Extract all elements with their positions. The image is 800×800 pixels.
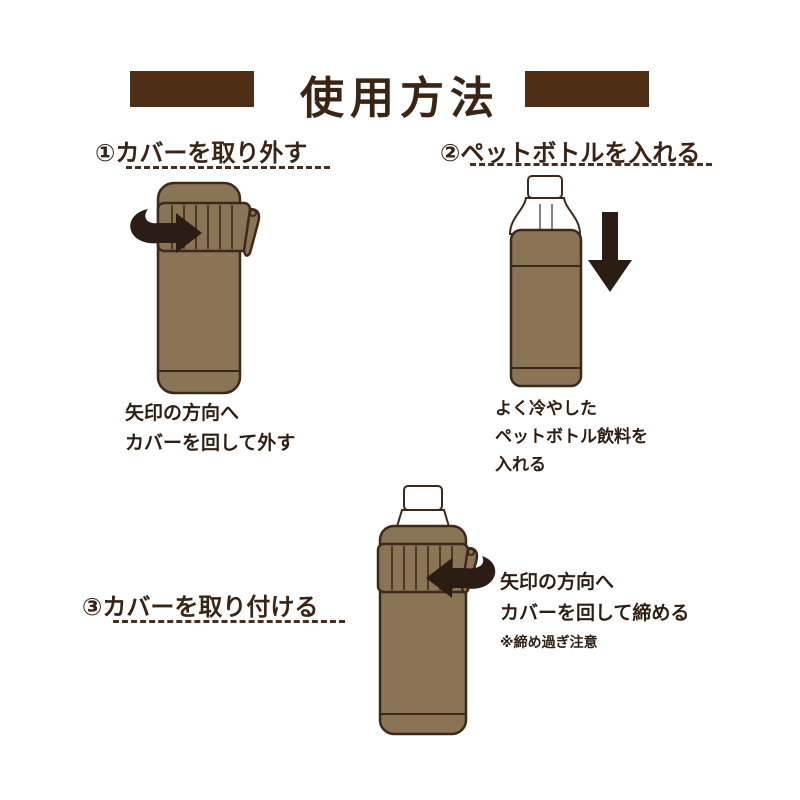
step-1-title: ①カバーを取り外す	[95, 139, 308, 167]
pet-bottle-cap	[527, 175, 563, 199]
step-1-underline	[126, 166, 330, 169]
step-3-caption-line-2: カバーを回して締める	[500, 602, 690, 624]
step-1-caption-line-1: 矢印の方向へ	[125, 402, 240, 424]
step-2-bottle-illustration	[508, 175, 632, 388]
step-3-note: ※締め過ぎ注意	[500, 635, 598, 651]
step-3-caption-line-1: 矢印の方向へ	[500, 571, 615, 593]
pet-bottle-shoulder	[508, 197, 582, 235]
title-bar-right	[525, 71, 649, 107]
step-3-underline	[113, 620, 345, 623]
step-2-caption-line-3: 入れる	[495, 455, 546, 475]
title-bar-left	[130, 71, 254, 107]
step-2-title: ②ペットボトルを入れる	[440, 139, 701, 167]
step-3-bottle-illustration	[376, 485, 496, 736]
rotate-arrow-icon	[130, 209, 202, 253]
down-arrow-icon	[588, 212, 632, 292]
step-2-underline	[470, 163, 712, 166]
step-1-caption-line-2: カバーを回して外す	[125, 432, 296, 454]
sleeve-body	[509, 228, 583, 388]
pet-bottle-cap	[403, 485, 443, 511]
step-2-caption-line-2: ペットボトル飲料を	[495, 427, 648, 447]
rotate-arrow-left-icon	[426, 556, 496, 598]
step-3-title: ③カバーを取り付ける	[82, 593, 319, 621]
step-2-caption-line-1: よく冷やした	[495, 399, 597, 419]
step-1-bottle-illustration	[130, 181, 261, 395]
page-title: 使用方法	[300, 73, 500, 124]
